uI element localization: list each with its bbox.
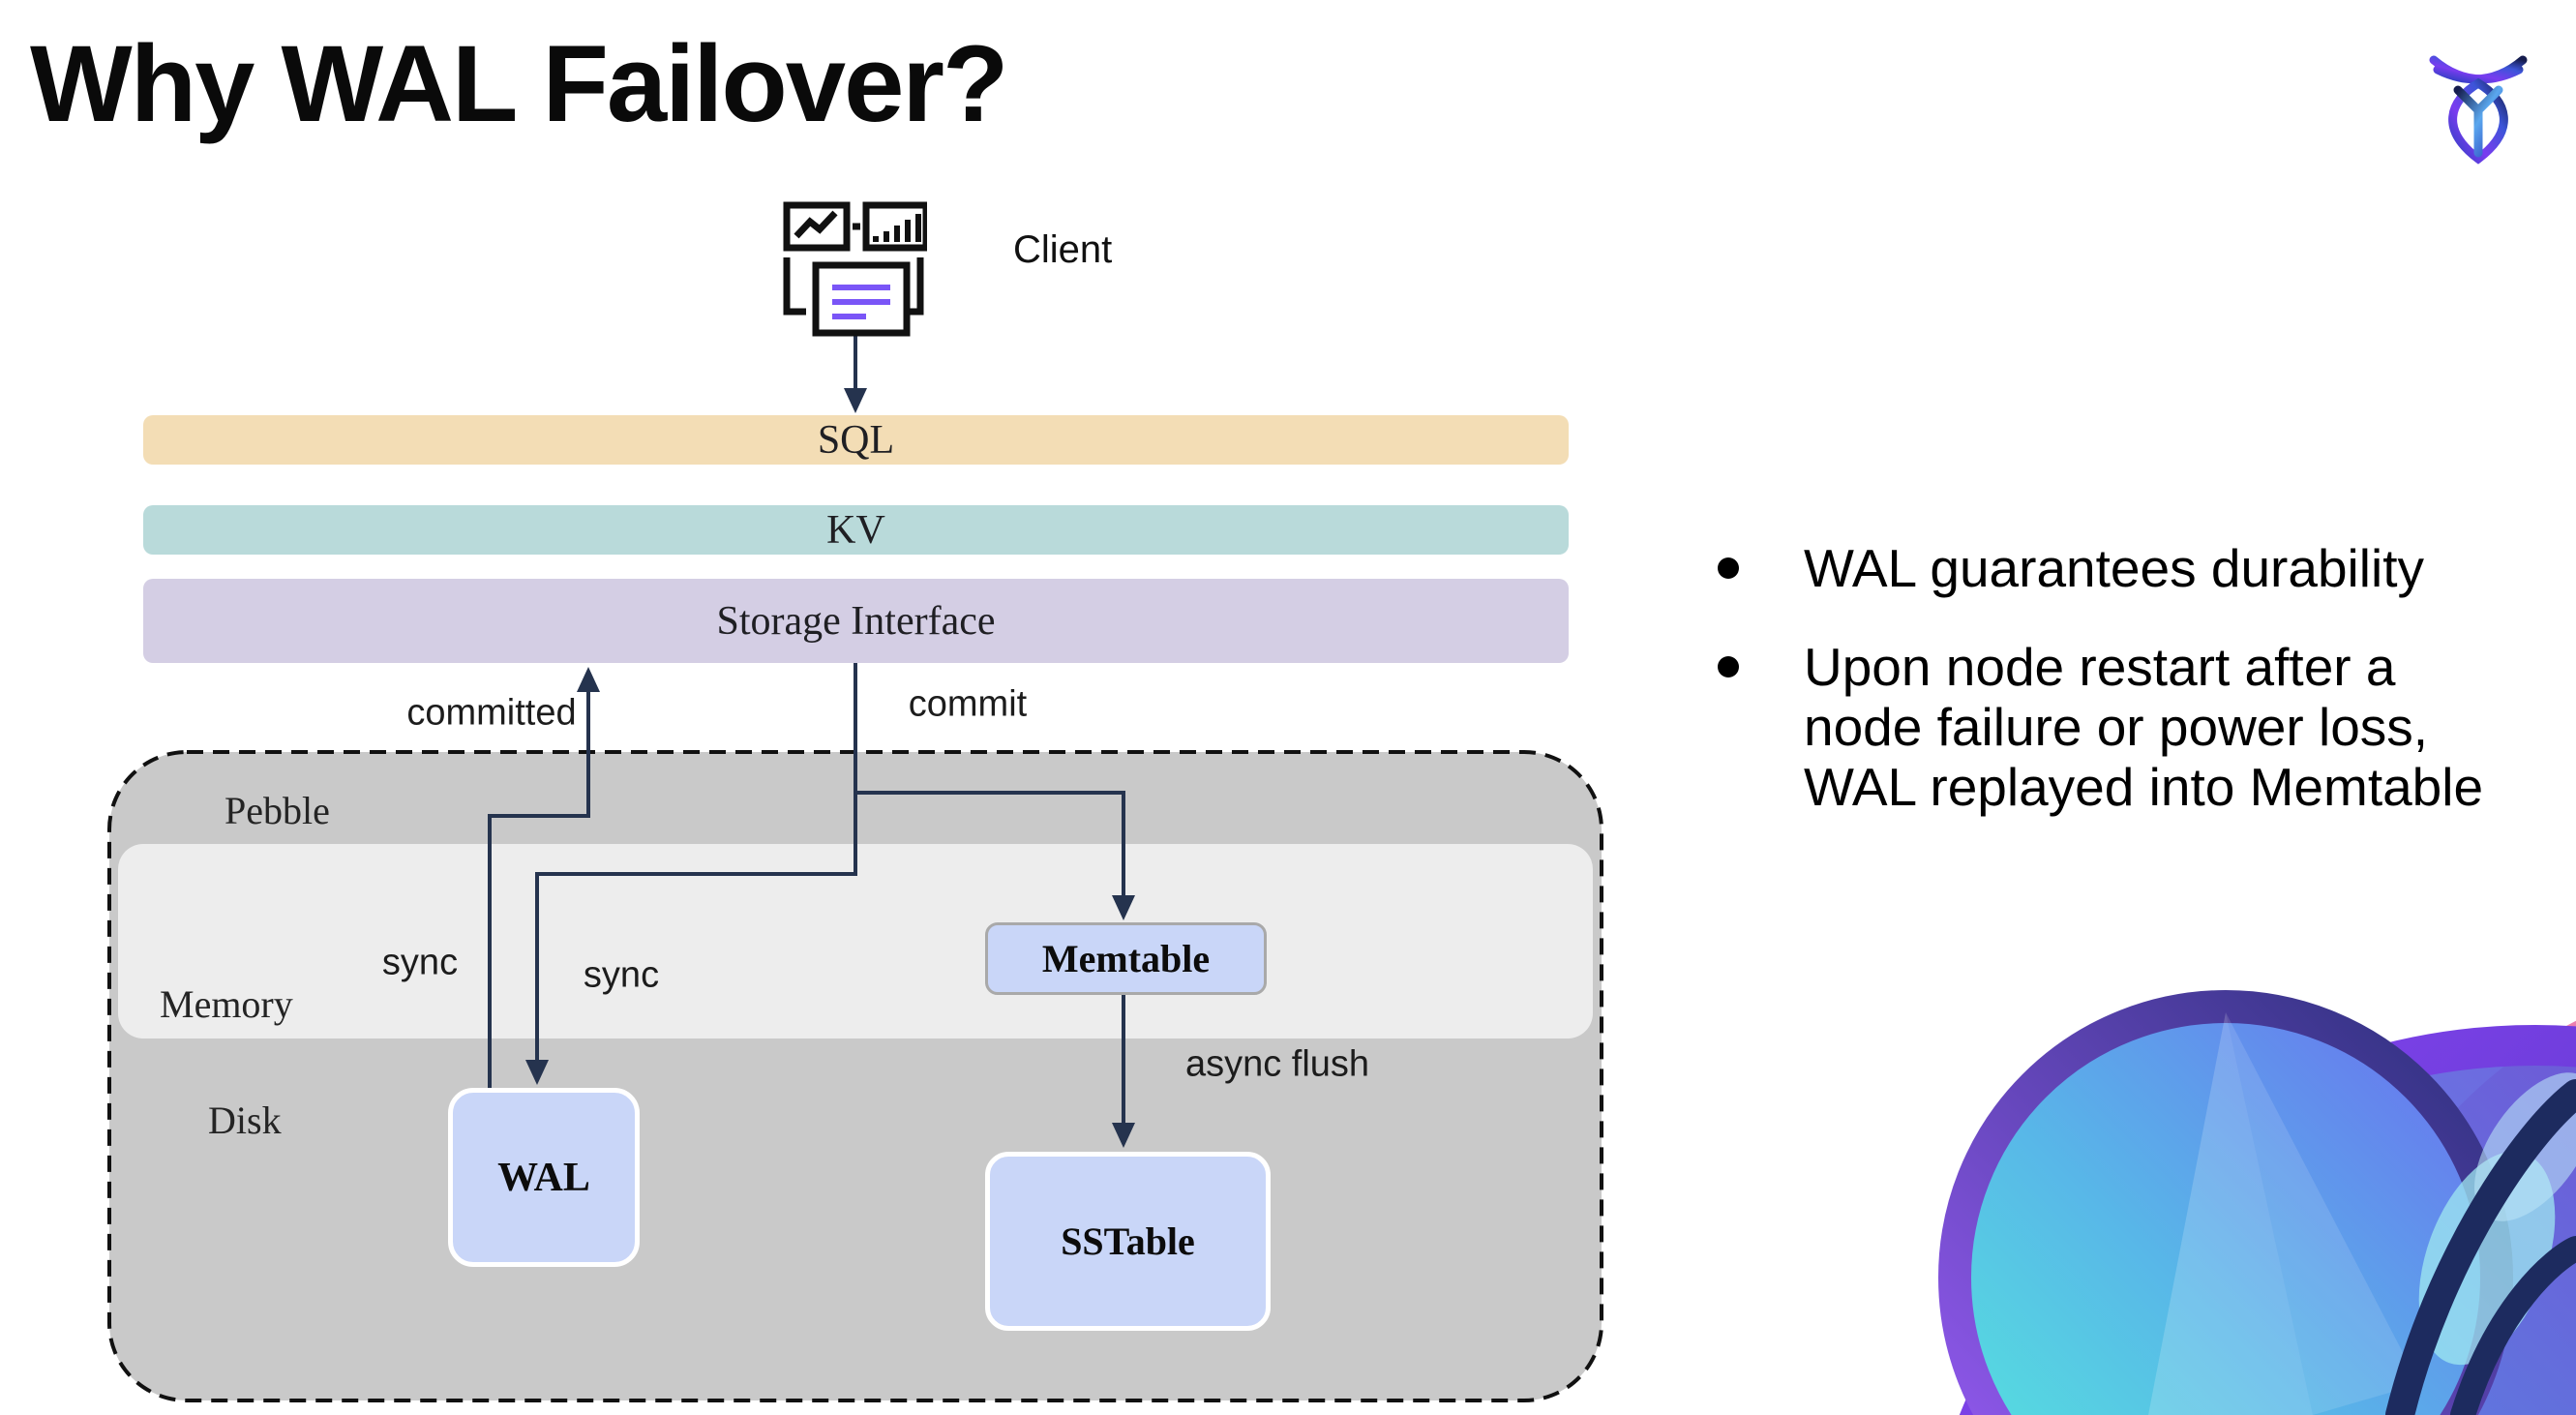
art-blue-circle [1955, 1007, 2497, 1415]
commit-edge-label: commit [908, 683, 1028, 725]
list-item: WAL guarantees durability [1705, 538, 2508, 598]
arrows [488, 329, 1125, 1124]
arrowhead-down [525, 1060, 549, 1085]
layer-sql: SQL [143, 415, 1569, 465]
memtable-node: Memtable [985, 922, 1267, 995]
brand-artwork [1938, 990, 2576, 1415]
page-title: Why WAL Failover? [30, 23, 1008, 144]
bullet-line: Upon node restart after a [1804, 637, 2396, 697]
arrowhead-down [1112, 1123, 1135, 1148]
sync-mid-edge-label: sync [583, 954, 660, 996]
cockroachdb-logo-icon [2429, 55, 2528, 165]
async-flush-edge-label: async flush [1184, 1043, 1370, 1085]
layer-kv: KV [143, 505, 1569, 555]
art-wedge [2148, 1012, 2313, 1415]
art-leaf-veins [2385, 1079, 2576, 1415]
bullet-text: Upon node restart after a node failure o… [1804, 637, 2483, 817]
bar-chart-icon [862, 201, 927, 252]
commit-sync-wal-arrow [535, 663, 857, 1061]
client-label: Client [1013, 228, 1113, 271]
document-text-lines [832, 285, 890, 319]
arrowhead-down [844, 388, 867, 413]
client-icon [783, 201, 927, 337]
wal-node: WAL [448, 1088, 640, 1267]
bullet-line: node failure or power loss, [1804, 697, 2429, 757]
line-chart-icon [783, 201, 851, 252]
bullet-line: WAL guarantees durability [1804, 538, 2424, 598]
layer-storage-interface: Storage Interface [143, 579, 1569, 663]
memory-label: Memory [160, 982, 293, 1026]
arrowhead-up [577, 667, 600, 692]
sync-wal-edge-label: sync [381, 942, 459, 983]
sstable-node: SSTable [985, 1152, 1271, 1331]
bullet-dot-icon [1718, 557, 1739, 579]
bullet-line: WAL replayed into Memtable [1804, 757, 2484, 817]
committed-arrow [488, 691, 590, 1088]
art-purple-ring [1959, 1025, 2576, 1415]
bullet-text: WAL guarantees durability [1804, 538, 2424, 598]
art-wedge [2226, 1012, 2419, 1415]
disk-label: Disk [208, 1099, 282, 1142]
commit-memtable-arrow [855, 791, 1125, 896]
left-bracket [783, 257, 806, 316]
committed-edge-label: committed [406, 692, 577, 734]
list-item: Upon node restart after a node failure o… [1705, 637, 2508, 817]
bullet-list: WAL guarantees durability Upon node rest… [1705, 538, 2508, 856]
document-icon [812, 261, 911, 337]
arrowhead-down [1112, 895, 1135, 920]
pebble-label: Pebble [225, 789, 330, 832]
arrowheads [525, 388, 1135, 1148]
bullet-dot-icon [1718, 656, 1739, 677]
